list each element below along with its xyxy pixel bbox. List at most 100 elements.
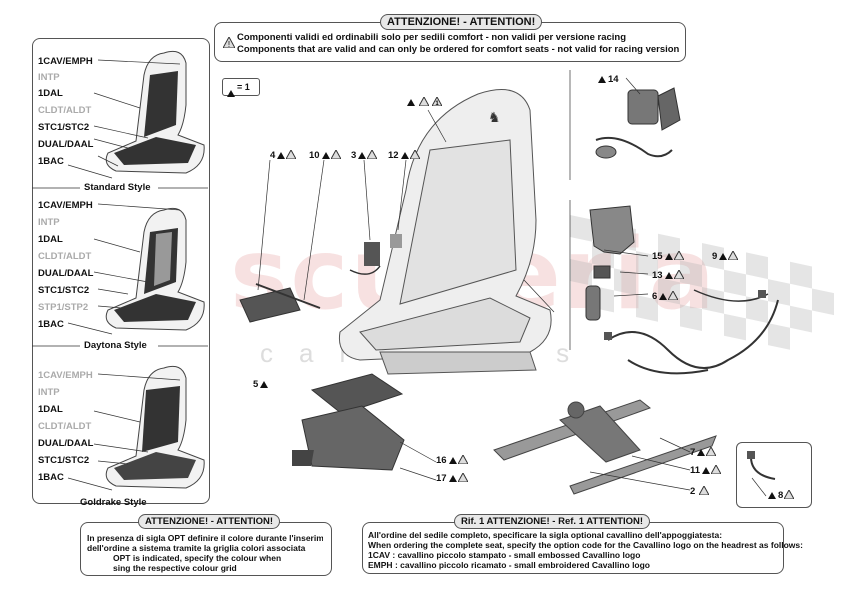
goldrake-code-1: 1CAV/EMPH (38, 370, 93, 381)
bottom-left-notice-badge: ATTENZIONE! - ATTENTION! (138, 514, 281, 529)
callout-4: 4 (270, 150, 297, 161)
bottom-right-option-2: EMPH : cavallino piccolo ricamato - smal… (368, 560, 803, 570)
standard-code-2: INTP (38, 72, 60, 83)
top-notice-badge: ATTENZIONE! - ATTENTION! (380, 14, 543, 30)
goldrake-code-2: INTP (38, 387, 60, 398)
motor-parts-illustration (585, 265, 611, 321)
callout-10: 10 (309, 150, 341, 161)
bottom-left-line-1: In presenza di sigla OPT definire il col… (87, 533, 323, 543)
warning-triangle-icon: ! (222, 35, 236, 53)
bottom-left-line-3: OPT is indicated, specify the colour whe… (113, 553, 282, 563)
bottom-right-option-1: 1CAV : cavallino piccolo stampato - smal… (368, 550, 803, 560)
bottom-left-line-4: sing the respective colour grid (113, 563, 237, 573)
connector-cable-illustration (747, 451, 776, 480)
callout-17: 17 (436, 473, 468, 484)
svg-text:♞: ♞ (488, 110, 501, 126)
warning-triangle-icon (367, 150, 378, 159)
daytona-code-7: STP1/STP2 (38, 302, 89, 313)
legend-box: = 1 (222, 78, 260, 97)
warning-triangle-icon (711, 465, 722, 474)
callout-11: 11 (690, 465, 722, 476)
warning-triangle-icon (668, 291, 679, 300)
daytona-code-6: STC1/STC2 (38, 285, 90, 296)
option-text: : cavallino piccolo stampato - small emb… (392, 550, 641, 560)
bottom-right-notice-badge: Rif. 1 ATTENZIONE! - Ref. 1 ATTENTION! (454, 514, 651, 529)
callout-16-label: 16 (436, 455, 447, 466)
standard-style-seat-illustration (105, 50, 205, 174)
callout-5: 5 (253, 379, 269, 390)
bottom-left-notice-box: In presenza di sigla OPT definire il col… (80, 522, 332, 576)
warning-triangle-icon (673, 251, 684, 260)
daytona-style-label: Daytona Style (84, 340, 147, 351)
callout-9-label: 9 (712, 251, 718, 262)
daytona-code-4: CLDT/ALDT (38, 251, 92, 262)
callout-13: 13 (652, 270, 684, 281)
daytona-code-1: 1CAV/EMPH (38, 200, 93, 211)
callout-14: 14 (598, 74, 619, 85)
callout-13-label: 13 (652, 270, 663, 281)
svg-text:1: 1 (436, 101, 440, 106)
standard-code-3: 1DAL (38, 88, 63, 99)
callout-12-label: 12 (388, 150, 399, 161)
top-notice-italian: Componenti validi ed ordinabili solo per… (237, 32, 627, 43)
callout-7-label: 7 (690, 447, 696, 458)
warning-triangle-icon (330, 150, 341, 159)
svg-text:!: ! (228, 40, 230, 48)
standard-code-4: CLDT/ALDT (38, 105, 92, 116)
daytona-code-3: 1DAL (38, 234, 63, 245)
bottom-right-line-1: All'ordine del sedile completo, specific… (368, 530, 723, 540)
standard-code-6: DUAL/DAAL (38, 139, 94, 150)
callout-6-label: 6 (652, 291, 658, 302)
callout-16: 16 (436, 455, 468, 466)
callout-17-label: 17 (436, 473, 447, 484)
warning-triangle-icon (728, 251, 739, 260)
warning-triangle-icon (784, 490, 795, 499)
goldrake-style-seat-illustration (105, 365, 205, 489)
callout-12: 12 (388, 150, 420, 161)
callout-15-label: 15 (652, 251, 663, 262)
goldrake-code-6: STC1/STC2 (38, 455, 90, 466)
callout-14-label: 14 (608, 74, 619, 85)
standard-code-5: STC1/STC2 (38, 122, 90, 133)
legend-text: = 1 (237, 82, 250, 92)
callout-2-label: 2 (690, 486, 696, 497)
callout-8-label: 8 (778, 490, 784, 501)
callout-6: 6 (652, 291, 679, 302)
callout-1: 1 (407, 97, 443, 108)
callout-4-label: 4 (270, 150, 276, 161)
warning-triangle-icon (698, 486, 709, 495)
seat-rail-frame-illustration (493, 399, 717, 495)
callout-5-label: 5 (253, 379, 259, 390)
option-code: EMPH (368, 560, 393, 570)
standard-code-1: 1CAV/EMPH (38, 56, 93, 67)
standard-style-label: Standard Style (84, 182, 151, 193)
bottom-left-line-2: dell'ordine a sistema tramite la griglia… (87, 543, 306, 553)
warning-triangle-icon (457, 473, 468, 482)
top-notice-english: Components that are valid and can only b… (237, 44, 680, 55)
warning-triangle-icon (457, 455, 468, 464)
goldrake-code-5: DUAL/DAAL (38, 438, 94, 449)
callout-8: 8 (768, 490, 795, 501)
daytona-code-2: INTP (38, 217, 60, 228)
callout-7: 7 (690, 447, 717, 458)
main-seat-illustration: ♞ (338, 89, 552, 375)
warning-triangle-icon (409, 150, 420, 159)
callout-2: 2 (690, 486, 709, 497)
black-triangle-icon (227, 83, 235, 101)
bottom-right-line-2: When ordering the complete seat, specify… (368, 540, 803, 550)
callout-3: 3 (351, 150, 378, 161)
number-triangle-icon: 1 (432, 97, 443, 106)
standard-code-7: 1BAC (38, 156, 64, 167)
option-text: : cavallino piccolo ricamato - small emb… (394, 560, 651, 570)
callout-11-label: 11 (690, 465, 701, 476)
callout-10-label: 10 (309, 150, 320, 161)
goldrake-code-3: 1DAL (38, 404, 63, 415)
warning-triangle-icon (673, 270, 684, 279)
warning-triangle-icon (418, 97, 429, 106)
style-leader-lines (32, 59, 208, 491)
callout-9: 9 (712, 251, 739, 262)
goldrake-code-7: 1BAC (38, 472, 64, 483)
callout-3-label: 3 (351, 150, 357, 161)
goldrake-code-4: CLDT/ALDT (38, 421, 92, 432)
daytona-code-8: 1BAC (38, 319, 64, 330)
